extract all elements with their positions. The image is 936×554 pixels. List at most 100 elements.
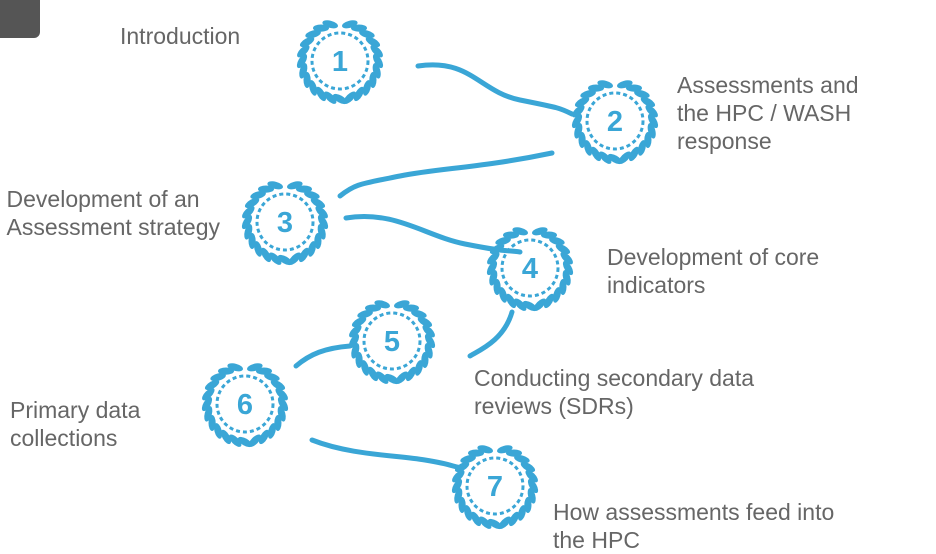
wreath-leaf: [452, 469, 465, 483]
wreath-leaf: [362, 80, 371, 96]
wreath-leaf: [403, 304, 419, 312]
wreath-leaf: [590, 146, 602, 162]
wreath-leaf: [307, 241, 316, 257]
wreath-ring: [500, 238, 560, 298]
wreath-leaf: [580, 90, 596, 99]
wreath-leaf: [305, 30, 321, 39]
wreath-leaf: [214, 423, 223, 439]
laurel-wreath-6: 6: [201, 363, 289, 448]
wreath-leaf: [505, 293, 517, 309]
wreath-leaf: [355, 352, 363, 368]
wreath-leaf: [424, 333, 436, 349]
wreath-leaf: [274, 415, 282, 431]
wreath-leaf: [322, 20, 338, 29]
wreath-leaf: [374, 300, 390, 309]
wreath-leaf: [299, 36, 315, 48]
wreath-leaf: [244, 197, 260, 209]
laurel-wreath-7: 7: [451, 445, 539, 530]
wreath-leaf: [489, 243, 505, 255]
wreath-leaf: [555, 243, 571, 255]
wreath-leaf: [626, 84, 642, 92]
wreath-leaf: [218, 367, 234, 375]
wreath-leaf: [357, 310, 373, 319]
step-2-number: 2: [607, 106, 623, 138]
laurel-wreath-3: 3: [241, 181, 329, 266]
corner-tab: [0, 0, 40, 38]
wreath-leaf: [495, 237, 511, 246]
wreath-leaf: [517, 505, 526, 521]
wreath-leaf: [487, 251, 500, 265]
wreath-leaf: [303, 72, 311, 88]
wreath-leaf: [597, 80, 613, 89]
wreath-leaf: [317, 214, 329, 230]
wreath-leaf: [524, 497, 532, 513]
wreath-leaf: [574, 96, 590, 108]
wreath-leaf: [309, 80, 318, 96]
wreath-leaf: [267, 423, 276, 439]
step-1-number: 1: [332, 46, 348, 78]
wreath-leaf: [454, 461, 470, 473]
wreath-leaf: [549, 237, 565, 246]
wreath-leaf: [277, 254, 293, 266]
wreath-leaf: [228, 434, 242, 447]
wreath-leaf: [268, 252, 282, 265]
wreath-leaf: [478, 516, 492, 529]
laurel-wreath-2: 2: [571, 80, 659, 165]
wreath-leaf: [210, 373, 226, 382]
laurel-wreath-1: 1: [296, 20, 384, 105]
wreath-leaf: [572, 104, 585, 118]
wreath-ring: [215, 374, 275, 434]
wreath-leaf: [527, 478, 539, 494]
wreath-leaf: [487, 518, 503, 530]
wreath-leaf: [647, 113, 659, 129]
wreath-leaf: [348, 333, 360, 349]
laurel-wreath-4: 4: [486, 227, 574, 312]
wreath-leaf: [227, 363, 243, 372]
wreath-leaf: [353, 86, 365, 102]
wreath-leaf: [541, 231, 557, 239]
wreath-leaf: [414, 360, 423, 376]
wreath-leaf: [628, 146, 640, 162]
wreath-leaf: [367, 366, 379, 382]
wreath-leaf: [304, 191, 320, 200]
connectors: [293, 62, 575, 471]
wreath-leaf: [460, 455, 476, 464]
wreath-leaf: [201, 396, 213, 412]
wreath-leaf: [512, 227, 528, 236]
wreath-leaf: [242, 205, 255, 219]
wreath-leaf: [267, 181, 283, 190]
wreath-leaf: [477, 445, 493, 454]
wreath-leaf: [644, 132, 652, 148]
step-7-label: How assessments feed into the HPC: [553, 499, 835, 553]
connector-5-6: [293, 343, 353, 369]
wreath-leaf: [369, 72, 377, 88]
wreath-leaf: [578, 132, 586, 148]
wreath-leaf: [315, 205, 328, 219]
connector-3-4: [343, 214, 523, 255]
wreath-ring: [362, 311, 422, 371]
wreath-ring: [465, 456, 525, 516]
step-4-label: Development of core indicators: [607, 244, 820, 298]
wreath-leaf: [220, 429, 232, 445]
wreath-leaf: [384, 373, 400, 385]
connector-6-7: [309, 437, 465, 471]
step-3-number: 3: [277, 207, 293, 239]
wreath-leaf: [562, 260, 574, 276]
wreath-leaf: [508, 511, 520, 527]
wreath-leaf: [250, 191, 266, 200]
wreath-leaf: [237, 436, 253, 448]
wreath-leaf: [493, 279, 501, 295]
wreath-leaf: [314, 233, 322, 249]
wreath-leaf: [405, 366, 417, 382]
wreath-leaf: [296, 185, 312, 193]
wreath-ring: [310, 31, 370, 91]
wreath-leaf: [598, 151, 612, 164]
wreath-leaf: [241, 214, 253, 230]
wreath-leaf: [560, 251, 573, 265]
wreath-leaf: [588, 84, 604, 92]
wreath-leaf: [296, 53, 308, 69]
wreath-leaf: [323, 91, 337, 104]
wreath-leaf: [298, 247, 310, 263]
